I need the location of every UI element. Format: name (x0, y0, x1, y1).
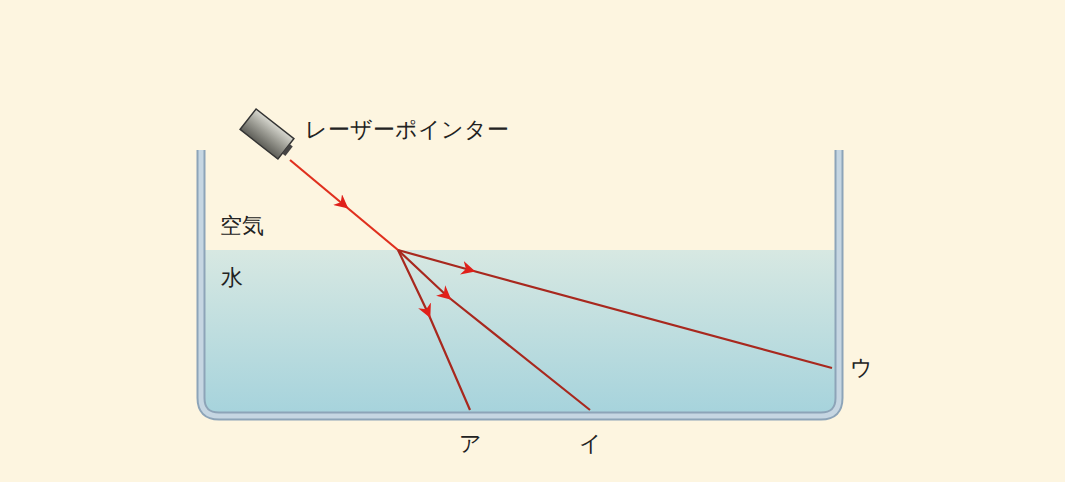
device-label: レーザーポインター (305, 118, 509, 142)
medium-label: 空気 (220, 214, 264, 238)
ray-a (398, 250, 470, 410)
point-label: ウ (850, 356, 873, 380)
point-label: ア (459, 432, 482, 456)
tank-wall-inner (201, 150, 839, 416)
point-label: イ (579, 432, 602, 456)
ray-u (398, 250, 832, 368)
medium-label: 水 (221, 266, 243, 290)
tank-wall (201, 150, 839, 416)
incident-ray (290, 160, 398, 250)
laser-pointer (240, 109, 297, 162)
water (203, 250, 837, 414)
ray-i (398, 250, 590, 410)
